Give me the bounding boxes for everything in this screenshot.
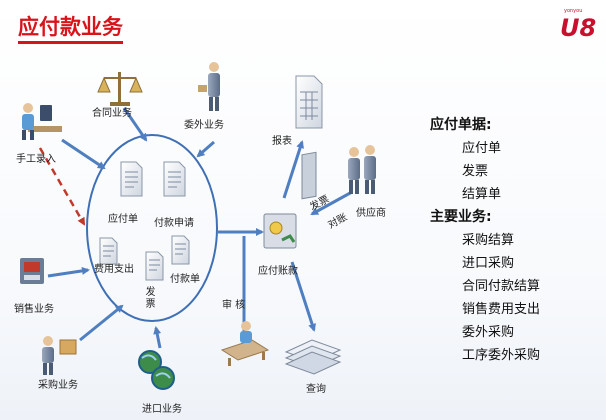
label-doc-payable: 应付单 [108, 214, 138, 225]
list-item: 委外采购 [462, 325, 515, 340]
u8-logo: yonyou U8 [560, 8, 596, 40]
label-sales: 销售业务 [14, 304, 54, 315]
documents-list: 应付单 发票 结算单 [430, 137, 600, 206]
contract-scale-icon [97, 72, 143, 106]
arrow-sales-to-pool [47, 266, 90, 278]
audit-person-icon [220, 321, 270, 366]
label-query: 查询 [306, 384, 326, 395]
doc-expense-icon [99, 237, 118, 265]
doc-payment-request-icon [163, 161, 186, 197]
supplier-people-icon [348, 145, 376, 194]
arrow-import-to-pool [153, 326, 162, 349]
flow-arrows [47, 107, 353, 349]
business-list: 采购结算 进口采购 合同付款结算 销售费用支出 委外采购 工序委外采购 [430, 229, 600, 367]
label-doc-payment-request: 付款申请 [154, 218, 194, 229]
import-globe-icon [138, 350, 175, 390]
label-report: 报表 [272, 136, 292, 147]
list-item: 应付单 [462, 141, 502, 156]
list-item: 工序委外采购 [462, 348, 541, 363]
label-import: 进口业务 [142, 404, 182, 415]
logo-small-text: yonyou [564, 8, 582, 14]
label-doc-invoice: 发票 [143, 286, 154, 310]
manual-entry-person-icon [22, 103, 62, 140]
logo-mark: U8 [560, 14, 596, 40]
label-supplier: 供应商 [356, 208, 386, 219]
label-ap-account: 应付账款 [258, 266, 298, 277]
arrow-outsourcing-to-pool [196, 140, 215, 158]
list-item: 采购结算 [462, 233, 515, 248]
query-stack-icon [284, 339, 342, 375]
label-audit: 审 核 [222, 300, 246, 311]
arrow-manual-to-pool [61, 138, 106, 170]
page-title: 应付款业务 [18, 14, 123, 44]
label-doc-expense: 费用支出 [94, 264, 134, 275]
list-item: 合同付款结算 [462, 279, 541, 294]
ap-vault-icon [263, 151, 317, 249]
info-panel: 应付单据: 应付单 发票 结算单 主要业务: 采购结算 进口采购 合同付款结算 … [430, 114, 600, 367]
doc-payment-order-icon [171, 235, 190, 265]
arrow-ap-to-query [290, 261, 316, 332]
label-purchase: 采购业务 [38, 380, 78, 391]
doc-invoice-icon [145, 251, 164, 281]
list-item: 结算单 [462, 187, 502, 202]
document-pool-ellipse [86, 134, 218, 322]
doc-payable-icon [120, 161, 143, 197]
label-manual-entry: 手工录入 [16, 154, 56, 165]
list-item: 销售费用支出 [462, 302, 541, 317]
list-item: 进口采购 [462, 256, 515, 271]
documents-heading: 应付单据: [430, 117, 492, 133]
label-contract: 合同业务 [92, 108, 132, 119]
label-outsourcing: 委外业务 [184, 120, 224, 131]
arrow-manual-dashed [38, 147, 86, 226]
arrow-supplier-to-ap [310, 190, 353, 216]
label-doc-payment-order: 付款单 [170, 274, 200, 285]
list-item: 发票 [462, 164, 489, 179]
outsourcing-person-icon [198, 62, 220, 111]
purchase-person-icon [42, 336, 77, 375]
business-heading: 主要业务: [430, 209, 492, 225]
arrow-ap-to-report [282, 140, 304, 199]
arrow-contract-to-pool [122, 107, 148, 142]
arrow-purchase-to-pool [79, 304, 124, 342]
report-icon [295, 75, 323, 129]
sales-terminal-icon [20, 258, 44, 284]
